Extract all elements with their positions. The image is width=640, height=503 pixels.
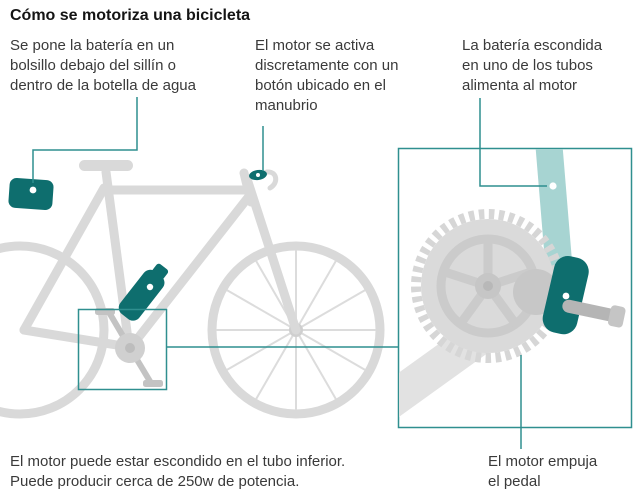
motor-highlight-box: [77, 308, 168, 391]
marker-dot-saddle-bag: [29, 186, 37, 194]
annotation-tube-battery: La batería escondida en uno de los tubos…: [462, 37, 603, 95]
annotation-motor-pedal: El motor empuja el pedal: [488, 453, 598, 491]
marker-dot-motor: [562, 292, 570, 300]
zoom-pedal-crank: [562, 299, 626, 328]
bike-frame: [19, 160, 301, 352]
water-bottle-battery: [118, 263, 169, 321]
annotation-saddle-battery: Se pone la batería en un bolsillo debajo…: [10, 37, 196, 95]
zoom-panel: [397, 147, 633, 429]
saddle: [79, 160, 133, 171]
leader-tube-battery: [479, 98, 547, 187]
rear-wheel: [0, 241, 109, 419]
annotation-handlebar-button: El motor se activa discretamente con un …: [255, 37, 399, 115]
zoom-panel-border: [397, 147, 633, 429]
marker-dot-button: [256, 173, 260, 177]
page-title: Cómo se motoriza una bicicleta: [10, 7, 251, 24]
crankset: [95, 308, 163, 387]
annotation-hidden-motor: El motor puede estar escondido en el tub…: [10, 453, 346, 491]
marker-dot-bottle: [146, 283, 154, 291]
marker-dots: [29, 173, 570, 300]
marker-dot-tube-battery: [549, 182, 557, 190]
leader-saddle-battery: [32, 97, 138, 183]
bicycle-illustration: [0, 160, 385, 419]
saddle-battery-bag: [8, 177, 54, 211]
leader-lines: [32, 97, 547, 449]
